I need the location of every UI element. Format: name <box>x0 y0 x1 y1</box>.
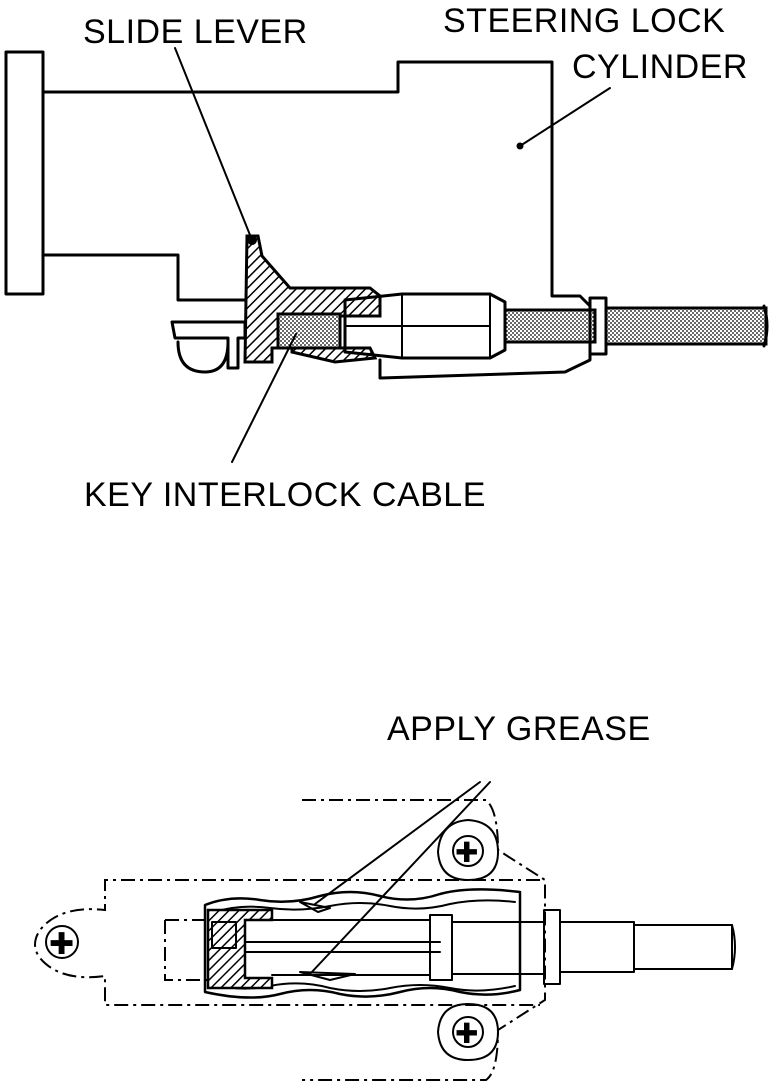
leader-dot-steering-lock <box>516 142 524 150</box>
mounting-flange <box>4 50 45 296</box>
shaft <box>633 924 733 970</box>
label-key-interlock-cable: KEY INTERLOCK CABLE <box>84 476 486 514</box>
top-screw-icon: ✚ <box>455 836 478 869</box>
grease-tip-2 <box>299 971 356 981</box>
inner-dash-left <box>164 919 208 981</box>
sleeve-body <box>271 919 431 976</box>
cable-mid <box>503 308 597 344</box>
bottom-ear <box>437 1003 499 1061</box>
cable-end-cap <box>206 908 274 990</box>
top-ear <box>437 819 499 881</box>
bottom-screw-icon: ✚ <box>455 1017 478 1050</box>
top-figure: SLIDE LEVER STEERING LOCK CYLINDER KEY I… <box>4 2 769 514</box>
bottom-figure: ✚ ✚ ✚ APPLY GREASE <box>34 710 736 1081</box>
left-screw <box>45 925 79 959</box>
label-steering-lock-line2: CYLINDER <box>572 48 748 86</box>
leader-slide-lever <box>174 47 253 241</box>
sleeve-mid <box>451 921 545 975</box>
label-apply-grease: APPLY GREASE <box>387 710 651 748</box>
cylinder-pin <box>176 340 230 374</box>
shaft-step <box>559 921 635 973</box>
shaft-cut-end <box>731 924 736 970</box>
cutaway-border <box>203 888 522 999</box>
steering-lock-body <box>41 60 592 380</box>
leader-grease-2 <box>309 781 491 975</box>
leader-steering-lock <box>519 87 611 147</box>
label-steering-lock-line1: STEERING LOCK <box>443 2 725 40</box>
top-screw <box>452 835 484 867</box>
sleeve-ring <box>543 909 561 985</box>
cable-sleeve <box>343 292 507 360</box>
grease-tip-1 <box>299 901 331 913</box>
sleeve-collar <box>429 914 453 981</box>
cable-end-notch <box>211 921 237 949</box>
left-screw-icon: ✚ <box>49 927 74 962</box>
cable-outer <box>604 306 768 346</box>
label-slide-lever: SLIDE LEVER <box>83 13 308 51</box>
cable-cut-end <box>762 304 769 348</box>
cable-core-inner <box>276 312 342 350</box>
bottom-screw <box>452 1016 484 1048</box>
cutaway-border-inner <box>214 899 516 913</box>
leader-key-interlock <box>231 333 297 463</box>
leader-grease-1 <box>314 781 481 905</box>
